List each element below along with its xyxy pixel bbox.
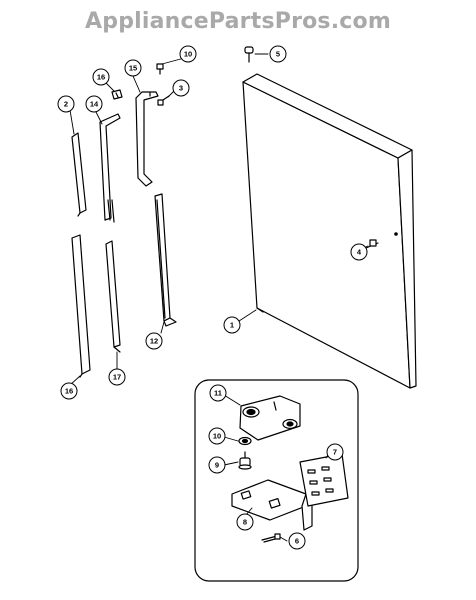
hinge-pin-9-icon (238, 451, 252, 470)
callout-circle-6 (288, 532, 306, 550)
callout-label-16-bottom: 16 (65, 387, 73, 396)
callout-label-4: 4 (357, 248, 362, 257)
callout-circle-14 (85, 95, 103, 113)
callout-label-8: 8 (243, 518, 247, 527)
trim-strip-17 (105, 240, 121, 353)
callout-label-15: 15 (129, 64, 137, 73)
callout-circle-9 (208, 456, 226, 474)
trim-strip-2 (71, 132, 87, 217)
screw-5-icon (244, 46, 254, 63)
callout-label-1: 1 (230, 321, 234, 330)
callout-circle-3 (172, 79, 190, 97)
callout-label-9: 9 (215, 461, 219, 470)
callout-circle-4 (350, 243, 368, 261)
trim-bracket-15 (135, 91, 159, 187)
callout-circle-10-inset (208, 427, 226, 445)
screw-3-icon (157, 95, 170, 106)
trim-strip-12 (154, 193, 177, 327)
callout-label-16-top: 16 (97, 73, 105, 82)
callout-circle-11 (209, 384, 227, 402)
screw-4-icon (365, 239, 379, 249)
callout-circle-8 (236, 513, 254, 531)
clip-16-top (111, 89, 123, 100)
callout-label-14: 14 (90, 100, 99, 109)
callout-circle-17 (108, 368, 126, 386)
door-hole-icon (394, 232, 398, 236)
callout-circle-16-top (92, 68, 110, 86)
watermark-text: AppliancePartsPros.com (85, 9, 391, 34)
callout-label-17: 17 (113, 373, 121, 382)
washer-10-icon (238, 436, 252, 446)
callout-label-3: 3 (179, 84, 183, 93)
callout-circle-16-bottom (60, 382, 78, 400)
callout-circle-15 (124, 59, 142, 77)
hinge-plate-11 (239, 395, 301, 441)
trim-bracket-14 (99, 113, 121, 223)
callout-label-6: 6 (295, 537, 299, 546)
callout-circle-7 (326, 443, 344, 461)
callout-label-12: 12 (150, 337, 158, 346)
screw-6-icon (261, 533, 281, 543)
callout-label-5: 5 (276, 50, 280, 59)
callout-circle-5 (269, 45, 287, 63)
shim-plate-7 (299, 453, 349, 507)
door-panel (242, 73, 417, 389)
callout-label-2: 2 (64, 100, 68, 109)
callout-label-11: 11 (214, 389, 222, 398)
callout-circle-2 (57, 95, 75, 113)
callout-circle-12 (145, 332, 163, 350)
callout-label-7: 7 (333, 448, 337, 457)
inset-box (194, 379, 359, 582)
trim-strip-16 (71, 234, 91, 378)
screw-10-top-icon (156, 63, 164, 75)
callout-label-10-inset: 10 (213, 432, 221, 441)
callout-circle-1 (223, 316, 241, 334)
callout-circle-10-top (179, 45, 197, 63)
callout-label-10-top: 10 (184, 50, 192, 59)
